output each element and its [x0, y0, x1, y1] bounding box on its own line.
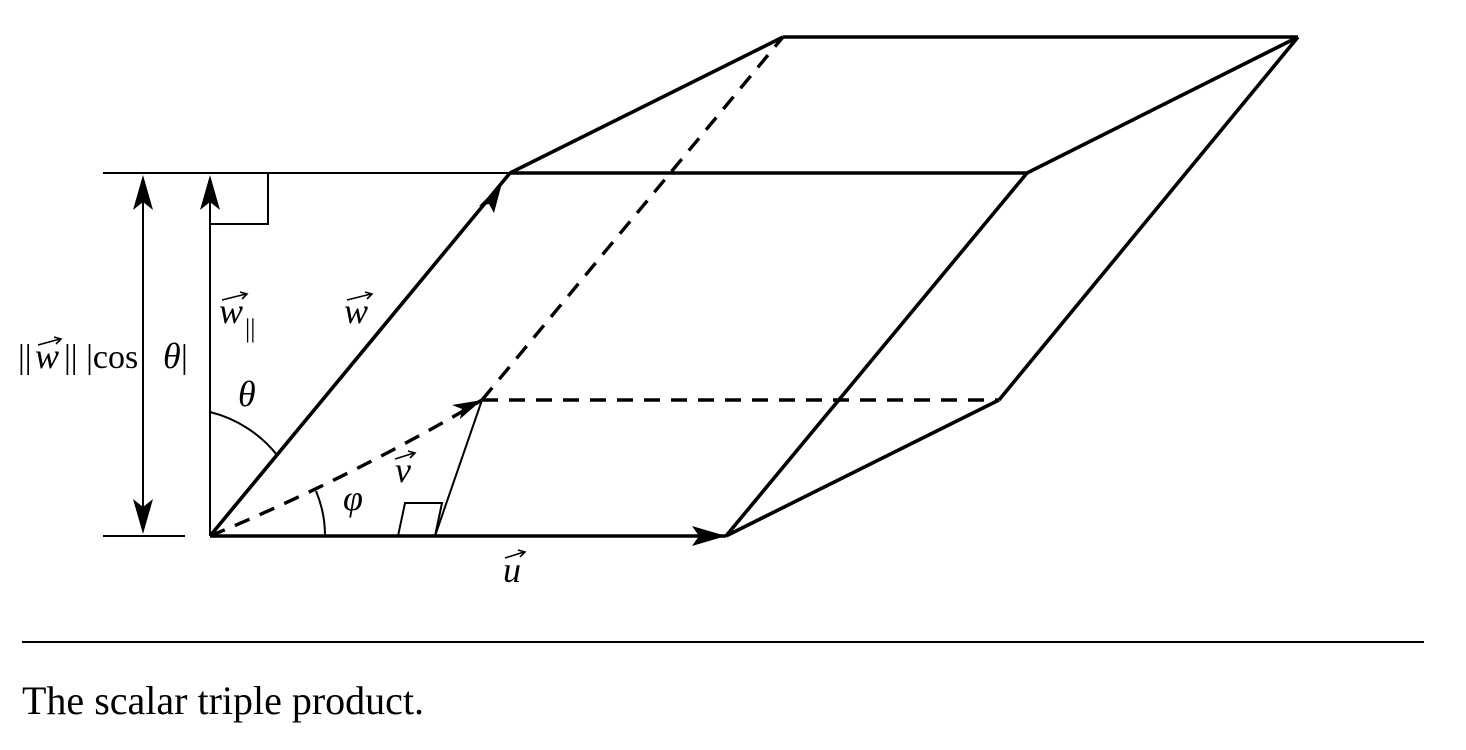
edge-front-left-w [208, 171, 512, 538]
u-label-text: u [503, 550, 521, 590]
arrowheads [133, 175, 726, 546]
height-label: || w || |cos θ | [18, 336, 188, 376]
edge-top-right [1026, 35, 1299, 175]
w-parallel-vector-arrow-icon [221, 291, 249, 301]
figure-caption: The scalar triple product. [22, 678, 425, 723]
phi-label: φ [343, 478, 363, 518]
right-angle-mark-top [210, 173, 269, 225]
height-label-norm-open: || [18, 339, 32, 376]
phi-arc [315, 490, 327, 537]
label-w-parallel: w || [219, 291, 255, 343]
height-bottom-arrowhead [133, 499, 153, 534]
edge-top-left [509, 35, 784, 175]
right-angle-mark-bottom [397, 502, 444, 537]
parallelepiped-edges [208, 35, 1300, 538]
w-vector-arrow-icon [346, 291, 374, 301]
vector-v-dashed [209, 398, 483, 538]
theta-label: θ [238, 374, 256, 414]
v-vector-arrow-icon [394, 450, 417, 460]
parallelepiped-diagram: u v w w || θ φ || w || |cos θ | [18, 35, 1300, 590]
height-w-vector-arrow-icon [37, 336, 63, 346]
height-top-arrowhead [133, 175, 153, 210]
v-arrowhead [452, 400, 482, 419]
height-label-theta: θ [163, 336, 181, 376]
u-arrowhead [692, 526, 726, 546]
u-vector-arrow-icon [504, 549, 527, 559]
caption-divider [22, 641, 1424, 643]
construction-lines [103, 172, 510, 537]
label-w: w [344, 291, 374, 331]
edge-front-right [724, 171, 1029, 538]
edge-bottom-right [725, 398, 1000, 538]
w-parallel-subscript: || [245, 314, 255, 343]
edge-back-right [997, 35, 1300, 402]
label-u: u [503, 549, 527, 590]
height-label-norm-close-cos: || |cos [64, 339, 138, 376]
w-parallel-arrowhead [200, 175, 220, 210]
theta-arc [209, 411, 278, 456]
w-arrowhead [479, 183, 502, 213]
height-label-abs-close: | [181, 339, 188, 376]
v-label-text: v [395, 450, 411, 490]
edge-hidden-vertical [480, 35, 785, 402]
v-projection-line [434, 399, 483, 537]
hidden-edges [209, 35, 999, 538]
label-v: v [394, 450, 417, 490]
